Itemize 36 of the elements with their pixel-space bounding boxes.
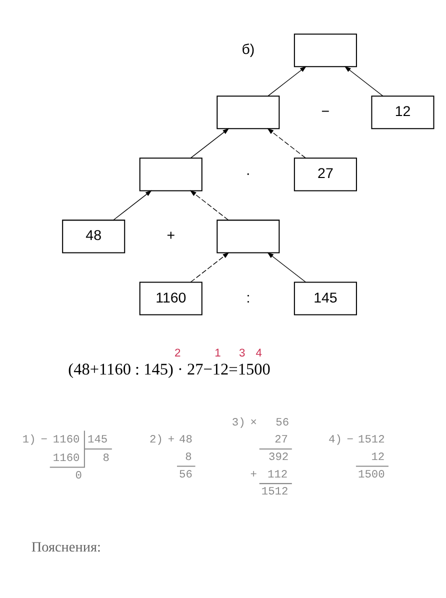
label: 56 [276, 417, 290, 430]
label: 3) [232, 417, 246, 430]
label: 27 [274, 434, 288, 447]
label: + [168, 434, 175, 447]
label: − [346, 434, 354, 447]
label: 56 [179, 469, 192, 482]
label: 8 [185, 452, 192, 464]
label: − [40, 434, 48, 447]
label: 1512 [261, 486, 288, 499]
label: 392 [268, 452, 289, 464]
label: 0 [75, 470, 82, 482]
label: 1 [214, 347, 221, 360]
label: 4) [328, 434, 342, 447]
label: 1) [22, 434, 36, 447]
label: Пояснения: [31, 539, 101, 556]
label: − [321, 104, 330, 120]
label: 145 [88, 434, 108, 447]
label: 8 [102, 452, 110, 465]
label: 3 [239, 347, 246, 360]
label: 12 [371, 452, 385, 464]
label: 112 [267, 469, 288, 482]
label: 1500 [358, 469, 385, 482]
label: · [246, 166, 251, 182]
label: + [166, 228, 176, 244]
label: + [250, 469, 257, 482]
label: 1512 [358, 434, 385, 447]
label: 1160 [52, 434, 80, 447]
label: 4 [256, 347, 262, 360]
label: (48+1160 : 145) · 27−12=1500 [68, 360, 270, 379]
label: 48 [179, 434, 192, 447]
label: 2) [150, 434, 163, 447]
label: б) [242, 42, 255, 58]
label: 1160 [52, 452, 80, 465]
label: : [246, 290, 250, 306]
label: × [250, 417, 257, 430]
label: 2 [174, 347, 181, 360]
